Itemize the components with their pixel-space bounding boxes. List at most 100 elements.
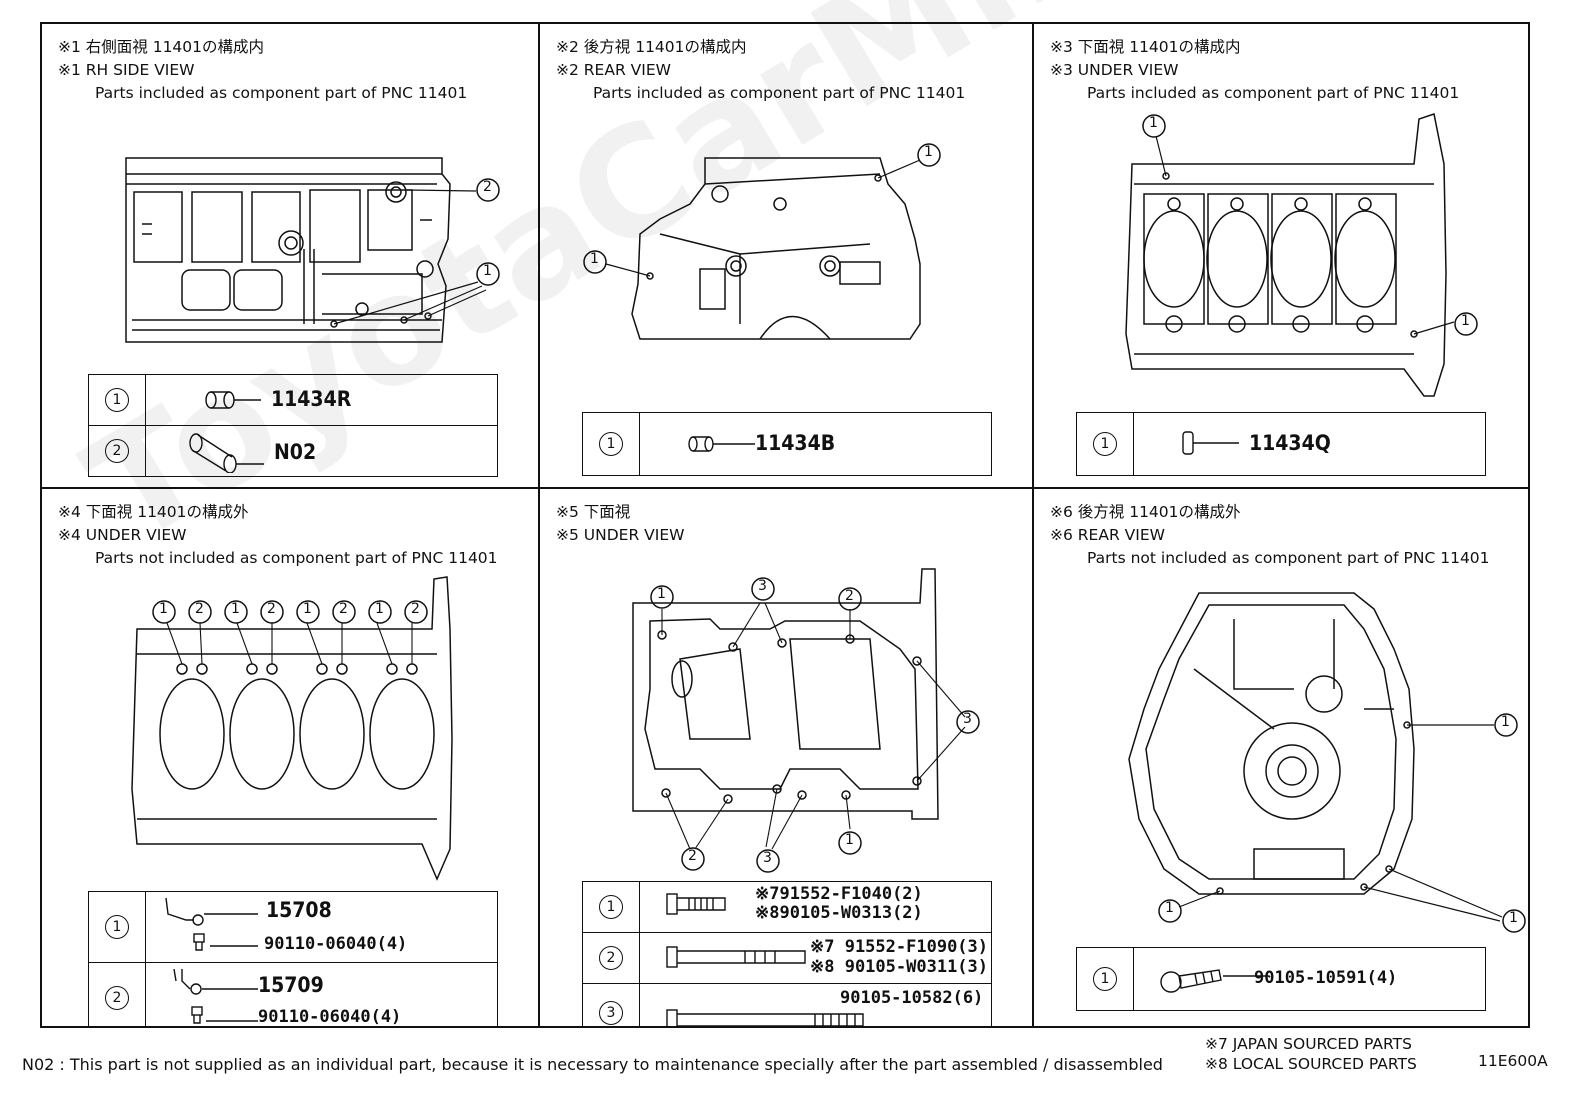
diagram-frame: ※1 右側面視 11401の構成内 ※1 RH SIDE VIEW Parts … (40, 22, 1530, 1028)
callout-label: 2 (195, 601, 204, 617)
plug-icon (189, 433, 264, 473)
callout-label: 1 (657, 586, 666, 602)
flange-bolt-icon (1160, 969, 1269, 993)
parts-table: 1 15708 90110-06040(4) 2 15709 90110-060… (88, 891, 498, 1028)
ref-number: 1 (105, 388, 129, 412)
panel-header: ※5 下面視 ※5 UNDER VIEW (556, 501, 684, 547)
callout-label: 1 (231, 601, 240, 617)
panel-title-en: ※4 UNDER VIEW (58, 526, 187, 544)
panel-subtitle: Parts not included as component part of … (95, 549, 498, 567)
panel-under-view-excluded: ※4 下面視 11401の構成外 ※4 UNDER VIEW Parts not… (42, 489, 538, 1028)
callout-label: 3 (763, 850, 772, 866)
panel-subtitle: Parts included as component part of PNC … (1087, 84, 1460, 102)
part-number: 90105-10582(6) (840, 988, 984, 1008)
part-number: N02 (274, 440, 317, 464)
table-row: 1 90105-10591(4) (1076, 947, 1486, 1011)
divider (42, 487, 1528, 489)
callout-label: 3 (963, 711, 972, 727)
panel-rear-view-excluded: ※6 後方視 11401の構成外 ※6 REAR VIEW Parts not … (1034, 489, 1530, 1028)
callout-label: 1 (1149, 115, 1158, 131)
table-row: 3 90105-10582(6) (582, 983, 992, 1028)
legend-local-sourced: ※8 LOCAL SOURCED PARTS (1205, 1055, 1417, 1073)
panel-title-en: ※2 REAR VIEW (556, 61, 671, 79)
panel-title-en: ※3 UNDER VIEW (1050, 61, 1179, 79)
parts-table: 1 90105-10591(4) (1076, 947, 1486, 1011)
panel-title-jp: ※6 後方視 11401の構成外 (1050, 503, 1241, 521)
divider (1032, 24, 1034, 1026)
ref-number: 2 (105, 986, 129, 1010)
panel-title-en: ※1 RH SIDE VIEW (58, 61, 195, 79)
engine-block-rear-drawing (583, 143, 941, 340)
callout-label: 1 (1501, 714, 1510, 730)
part-number: ※890105-W0313(2) (755, 903, 923, 923)
table-row: 2 N02 (88, 425, 498, 477)
callout-label: 2 (483, 179, 492, 195)
part-number: 15708 (266, 898, 332, 922)
table-row: 2 ※7 91552-F1090(3) ※8 90105-W0311(3) (582, 932, 992, 984)
callout-label: 3 (758, 578, 767, 594)
callout-label: 1 (590, 251, 599, 267)
ref-number: 1 (105, 915, 129, 939)
panel-title-jp: ※5 下面視 (556, 503, 631, 521)
panel-subtitle: Parts included as component part of PNC … (95, 84, 468, 102)
panel-header: ※4 下面視 11401の構成外 ※4 UNDER VIEW Parts not… (58, 501, 498, 570)
panel-title-en: ※6 REAR VIEW (1050, 526, 1165, 544)
ref-number: 1 (599, 432, 623, 456)
callout-label: 1 (1509, 910, 1518, 926)
panel-subtitle: Parts included as component part of PNC … (593, 84, 966, 102)
callout-label: 1 (1461, 313, 1470, 329)
part-number: ※791552-F1040(2) (755, 884, 923, 904)
panel-title-jp: ※2 後方視 11401の構成内 (556, 38, 747, 56)
footer-note: N02 : This part is not supplied as an in… (22, 1055, 1163, 1074)
parts-table: 1 11434Q (1076, 412, 1486, 476)
pin-icon (205, 391, 261, 409)
callout-label: 1 (483, 263, 492, 279)
bolt-icon (666, 1009, 864, 1028)
rear-plate-drawing (1128, 592, 1526, 933)
ref-number: 2 (599, 946, 623, 970)
callout-label: 1 (375, 601, 384, 617)
parts-table: 1 ※791552-F1040(2) ※890105-W0313(2) 2 ※7… (582, 881, 992, 1028)
part-number: ※7 91552-F1090(3) (810, 937, 989, 957)
callout-label: 2 (267, 601, 276, 617)
part-number: 11434B (755, 431, 836, 455)
part-number: 90110-06040(4) (264, 934, 408, 954)
diagram-code: 11E600A (1478, 1052, 1548, 1070)
oil-jet-icon (173, 968, 258, 1024)
bolt-icon (666, 893, 726, 915)
engine-block-under-drawing (1125, 113, 1478, 397)
parts-table: 1 11434R 2 N02 (88, 374, 498, 477)
table-row: 1 11434R (88, 374, 498, 426)
ref-number: 1 (599, 895, 623, 919)
table-row: 2 15709 90110-06040(4) (88, 962, 498, 1028)
part-number: 15709 (258, 973, 324, 997)
callout-label: 1 (303, 601, 312, 617)
panel-header: ※3 下面視 11401の構成内 ※3 UNDER VIEW Parts inc… (1050, 36, 1459, 105)
callout-label: 1 (1165, 900, 1174, 916)
part-number: 11434Q (1249, 431, 1331, 455)
engine-block-under-oil-jet-drawing (131, 576, 453, 881)
callout-label: 1 (159, 601, 168, 617)
panel-title-jp: ※3 下面視 11401の構成内 (1050, 38, 1241, 56)
table-row: 1 ※791552-F1040(2) ※890105-W0313(2) (582, 881, 992, 933)
ref-number: 3 (599, 1001, 623, 1025)
ref-number: 2 (105, 439, 129, 463)
panel-header: ※6 後方視 11401の構成外 ※6 REAR VIEW Parts not … (1050, 501, 1490, 570)
bolt-icon (666, 946, 806, 968)
pin-icon (1182, 431, 1239, 455)
panel-subtitle: Parts not included as component part of … (1087, 549, 1490, 567)
ref-number: 1 (1093, 967, 1117, 991)
callout-label: 2 (688, 848, 697, 864)
oil-jet-icon (165, 897, 258, 951)
callout-label: 1 (924, 144, 933, 160)
table-row: 1 11434B (582, 412, 992, 476)
panel-under-view-bolts: ※5 下面視 ※5 UNDER VIEW 1 3 2 3 2 3 1 1 (540, 489, 1032, 1028)
table-row: 1 15708 90110-06040(4) (88, 891, 498, 963)
panel-title-jp: ※1 右側面視 11401の構成内 (58, 38, 265, 56)
oil-pan-under-drawing (632, 568, 980, 873)
callout-label: 1 (845, 832, 854, 848)
legend-japan-sourced: ※7 JAPAN SOURCED PARTS (1205, 1035, 1412, 1053)
panel-under-view-included: ※3 下面視 11401の構成内 ※3 UNDER VIEW Parts inc… (1034, 24, 1530, 487)
ref-number: 1 (1093, 432, 1117, 456)
engine-block-rh-side-drawing (125, 157, 500, 343)
